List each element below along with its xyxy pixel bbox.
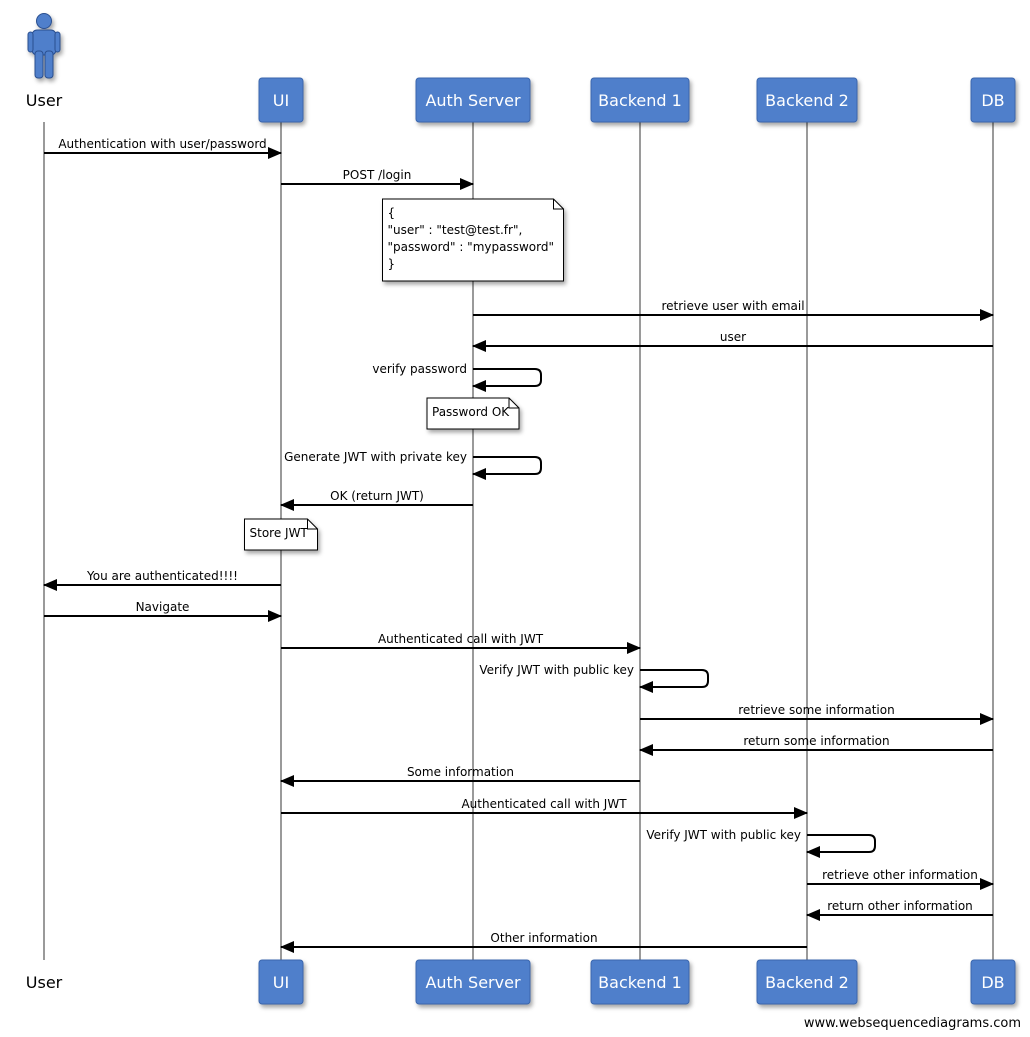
message-some-information: Some information (280, 765, 640, 787)
message-label: user (720, 330, 746, 344)
self-message-generate-jwt-with-private-key: Generate JWT with private key (284, 450, 542, 480)
message-label: retrieve some information (738, 703, 894, 717)
message-authenticated-call-with-jwt: Authenticated call with JWT (281, 797, 808, 819)
actor-icon (27, 13, 61, 79)
message-return-other-information: return other information (806, 899, 993, 921)
participant-label-b1: Backend 1 (598, 91, 682, 110)
message-authentication-with-user-password: Authentication with user/password (44, 137, 282, 159)
message-label: POST /login (343, 168, 412, 182)
participant-b1-top: Backend 1 (590, 77, 690, 123)
message-authenticated-call-with-jwt: Authenticated call with JWT (281, 632, 641, 654)
message-label: Navigate (136, 600, 190, 614)
message-label: Authenticated call with JWT (461, 797, 627, 811)
message-return-some-information: return some information (639, 734, 993, 756)
participant-label-ui: UI (273, 91, 289, 110)
footer-credit: www.websequencediagrams.com (804, 1016, 1021, 1031)
note-line: } (388, 257, 396, 271)
self-message-label: Verify JWT with public key (646, 828, 801, 842)
message-label: retrieve user with email (661, 299, 804, 313)
participant-auth-bottom: Auth Server (415, 959, 531, 1005)
message-retrieve-user-with-email: retrieve user with email (473, 299, 994, 321)
message-label: Some information (407, 765, 514, 779)
participant-auth-top: Auth Server (415, 77, 531, 123)
message-you-are-authenticated: You are authenticated!!!! (43, 569, 281, 591)
participant-label-b1: Backend 1 (598, 973, 682, 992)
self-message-arrow (472, 368, 542, 392)
note-line: "user" : "test@test.fr", (388, 223, 523, 237)
self-message-label: Verify JWT with public key (479, 663, 634, 677)
participant-db-top: DB (970, 77, 1016, 123)
message-label: retrieve other information (822, 868, 978, 882)
message-label: Authentication with user/password (58, 137, 266, 151)
participant-b2-bottom: Backend 2 (756, 959, 858, 1005)
participant-label-db: DB (981, 91, 1004, 110)
note-ui: Store JWT (244, 518, 318, 551)
message-label: return other information (827, 899, 973, 913)
note-line: { (388, 206, 396, 220)
participant-label-db: DB (981, 973, 1004, 992)
note-line: Password OK (432, 405, 510, 419)
message-label: You are authenticated!!!! (86, 569, 238, 583)
message-retrieve-some-information: retrieve some information (640, 703, 994, 725)
message-label: Authenticated call with JWT (378, 632, 544, 646)
note-auth: { "user" : "test@test.fr", "password" : "m… (382, 198, 564, 282)
participant-ui-bottom: UI (258, 959, 304, 1005)
message-user: user (472, 330, 993, 352)
participant-label-b2: Backend 2 (765, 973, 849, 992)
participant-label-auth: Auth Server (425, 91, 520, 110)
participant-label-ui: UI (273, 973, 289, 992)
participant-ui-top: UI (258, 77, 304, 123)
self-message-label: verify password (372, 362, 467, 376)
note-box (382, 198, 564, 282)
self-message-verify-password: verify password (372, 362, 542, 392)
participant-label-auth: Auth Server (425, 973, 520, 992)
note-box (426, 397, 520, 430)
message-navigate: Navigate (44, 600, 282, 622)
self-message-arrow (806, 834, 876, 858)
participant-label-user-top: User (26, 91, 63, 110)
message-label: OK (return JWT) (330, 489, 424, 503)
self-message-label: Generate JWT with private key (284, 450, 467, 464)
self-message-arrow (472, 456, 542, 480)
message-post-login: POST /login (281, 168, 474, 190)
self-message-verify-jwt-with-public-key: Verify JWT with public key (479, 663, 709, 693)
participant-db-bottom: DB (970, 959, 1016, 1005)
note-line: Store JWT (250, 526, 309, 540)
note-box (244, 518, 318, 551)
self-message-arrow (639, 669, 709, 693)
message-other-information: Other information (280, 931, 807, 953)
self-message-verify-jwt-with-public-key: Verify JWT with public key (646, 828, 876, 858)
participant-label-b2: Backend 2 (765, 91, 849, 110)
message-ok-return-jwt: OK (return JWT) (280, 489, 473, 511)
note-line: "password" : "mypassword" (388, 240, 554, 254)
participant-label-user-bottom: User (26, 973, 63, 992)
note-auth: Password OK (426, 397, 520, 430)
participant-b2-top: Backend 2 (756, 77, 858, 123)
message-label: Other information (490, 931, 597, 945)
message-label: return some information (743, 734, 889, 748)
message-retrieve-other-information: retrieve other information (807, 868, 994, 890)
participant-b1-bottom: Backend 1 (590, 959, 690, 1005)
